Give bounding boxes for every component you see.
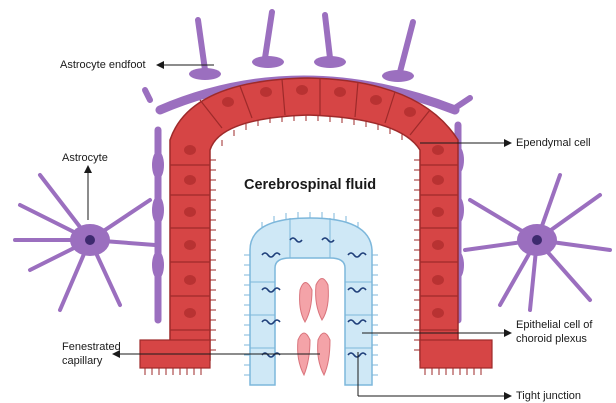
base-microvilli — [145, 368, 481, 375]
arrow-astrocyte-icon — [84, 165, 92, 173]
label-ependymal-cell: Ependymal cell — [516, 137, 591, 150]
arrow-epithelial-icon — [504, 329, 512, 337]
label-epithelial-2: choroid plexus — [516, 333, 587, 346]
astrocyte-left — [15, 175, 155, 310]
arrow-ependymal-icon — [504, 139, 512, 147]
title-cerebrospinal-fluid: Cerebrospinal fluid — [244, 177, 376, 193]
fenestrated-capillary — [298, 279, 330, 376]
astrocyte-right — [465, 175, 610, 310]
arrow-endfoot-icon — [156, 61, 164, 69]
label-astrocyte-endfoot: Astrocyte endfoot — [60, 59, 146, 72]
label-fenestrated-capillary-2: capillary — [62, 355, 102, 368]
label-epithelial-1: Epithelial cell of — [516, 319, 592, 332]
label-astrocyte: Astrocyte — [62, 152, 108, 165]
label-tight-junction: Tight junction — [516, 390, 581, 403]
arrow-tight-junction-icon — [504, 392, 512, 400]
astrocyte-nucleus-icon — [85, 235, 95, 245]
label-fenestrated-capillary-1: Fenestrated — [62, 341, 121, 354]
